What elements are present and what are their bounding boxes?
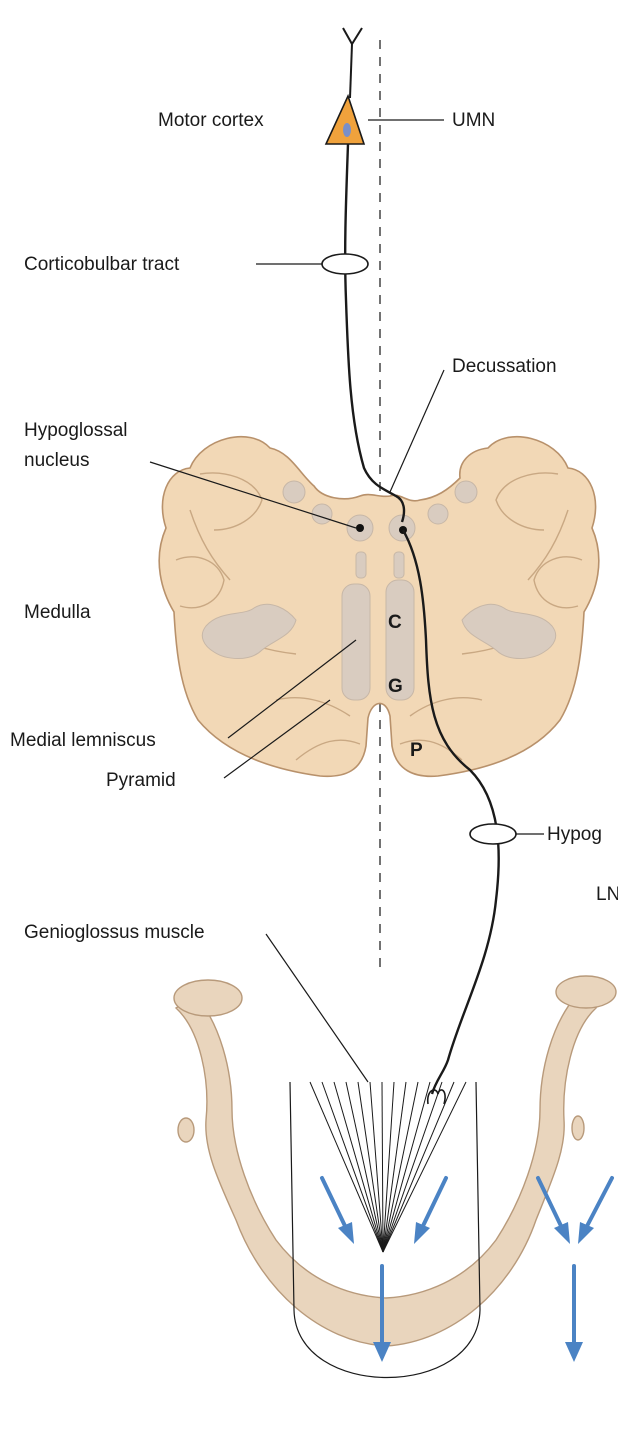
label-hypoglossal-nucleus-2: nucleus [24, 450, 90, 471]
medulla-label-c: C [388, 612, 402, 633]
upper-motor-neuron [326, 28, 364, 144]
label-umn: UMN [452, 110, 495, 131]
label-corticobulbar-tract: Corticobulbar tract [24, 254, 180, 275]
corticobulbar-axon [345, 144, 404, 522]
hypoglossal-nerve-ring [470, 824, 516, 844]
label-medulla: Medulla [24, 602, 91, 623]
label-decussation: Decussation [452, 356, 557, 377]
hypoglossal-nucleus-left-dot [356, 524, 364, 532]
label-motor-cortex: Motor cortex [158, 110, 264, 131]
label-hypoglossal-nucleus-1: Hypoglossal [24, 420, 128, 441]
genioglossus-fibers [310, 1082, 466, 1252]
corticobulbar-tract-ring [322, 254, 368, 274]
label-genioglossus-muscle: Genioglossus muscle [24, 922, 205, 943]
label-medial-lemniscus: Medial lemniscus [10, 730, 156, 751]
label-pyramid: Pyramid [106, 770, 176, 791]
label-lmn: LΝ [596, 884, 618, 905]
medulla-label-g: G [388, 676, 403, 697]
medulla-label-p: P [410, 740, 423, 761]
label-hypoglossal-nerve: Hypog [547, 824, 602, 845]
